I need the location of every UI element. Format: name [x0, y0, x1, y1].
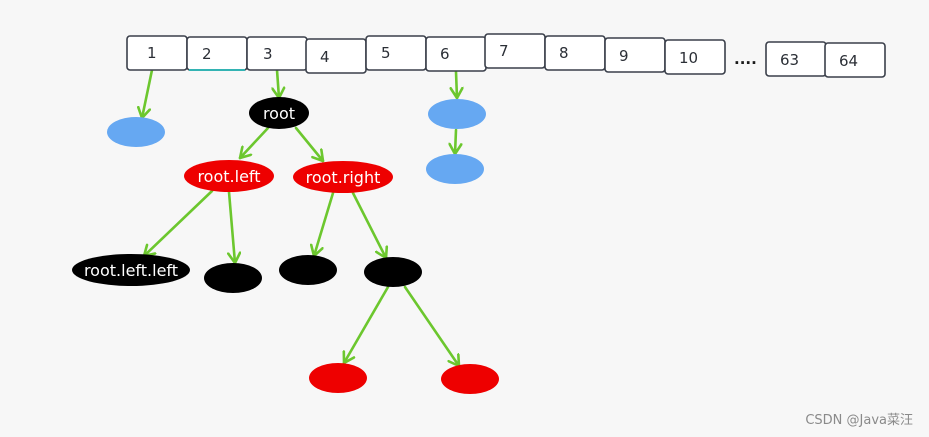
edge-arrow-bucket-1-to-blue-1	[142, 68, 154, 120]
black-node	[364, 257, 422, 287]
bucket-6: 6	[425, 36, 487, 72]
nodes: root root.left root.right root.left.left	[72, 97, 499, 394]
node-label: root.left.left	[84, 261, 178, 280]
node-label: root	[263, 104, 295, 123]
edge-arrow-bucket-3-to-root	[277, 68, 279, 100]
node-label: root.left	[197, 167, 260, 186]
root-node: root	[249, 97, 309, 129]
watermark: CSDN @Java菜汪	[805, 413, 913, 428]
bucket-1: 1	[126, 35, 188, 71]
edge-arrow-root-to-root-right	[294, 126, 325, 163]
edge-arrow-root-to-root-left	[238, 126, 270, 160]
blue-node	[107, 117, 165, 147]
root-left-node: root.left	[184, 160, 274, 192]
edge-arrow-bucket-6-to-blue-6a	[456, 70, 457, 100]
blue-node	[428, 99, 486, 129]
bucket-label: 9	[619, 47, 629, 65]
red-node	[441, 364, 499, 394]
bucket-label: 10	[679, 49, 698, 67]
root-left-left-node: root.left.left	[72, 254, 190, 286]
bucket-label: 4	[320, 48, 330, 66]
bucket-label: 2	[202, 45, 212, 63]
ellipsis: ....	[734, 50, 757, 68]
bucket-64: 64	[824, 42, 886, 78]
bucket-label: 7	[499, 42, 509, 60]
edge-arrow-right-right-to-rr-left	[344, 285, 390, 365]
bucket-10: 10	[664, 39, 726, 75]
edge-arrow-blue-6a-to-blue-6b	[455, 128, 456, 156]
edge-arrow-root-left-to-left-right	[229, 190, 235, 265]
root-right-node: root.right	[293, 161, 393, 193]
bucket-9: 9	[604, 37, 666, 73]
black-node	[204, 263, 262, 293]
bucket-8: 8	[544, 35, 606, 71]
bucket-label: 8	[559, 44, 569, 62]
bucket-array: 1 2 3 4 5 6 7 8	[126, 33, 886, 78]
bucket-5: 5	[365, 35, 427, 71]
edge-arrow-root-right-to-right-left	[314, 191, 335, 258]
bucket-label: 64	[839, 52, 858, 70]
node-label: root.right	[306, 168, 381, 187]
edge-arrow-root-right-to-right-right	[351, 191, 386, 260]
edge-arrow-right-right-to-rr-right	[403, 285, 461, 368]
bucket-4: 4	[305, 38, 367, 74]
edges-layer	[142, 68, 461, 368]
bucket-label: 1	[147, 44, 157, 62]
bucket-63: 63	[765, 41, 827, 77]
bucket-label: 63	[780, 51, 799, 69]
bucket-3: 3	[246, 36, 308, 71]
black-node	[279, 255, 337, 285]
red-node	[309, 363, 367, 393]
bucket-7: 7	[484, 33, 546, 69]
edge-arrow-root-left-to-root-left-left	[142, 189, 214, 258]
bucket-label: 3	[263, 45, 273, 63]
bucket-label: 6	[440, 45, 450, 63]
bucket-2: 2	[186, 36, 248, 71]
blue-node	[426, 154, 484, 184]
bucket-label: 5	[381, 44, 391, 62]
